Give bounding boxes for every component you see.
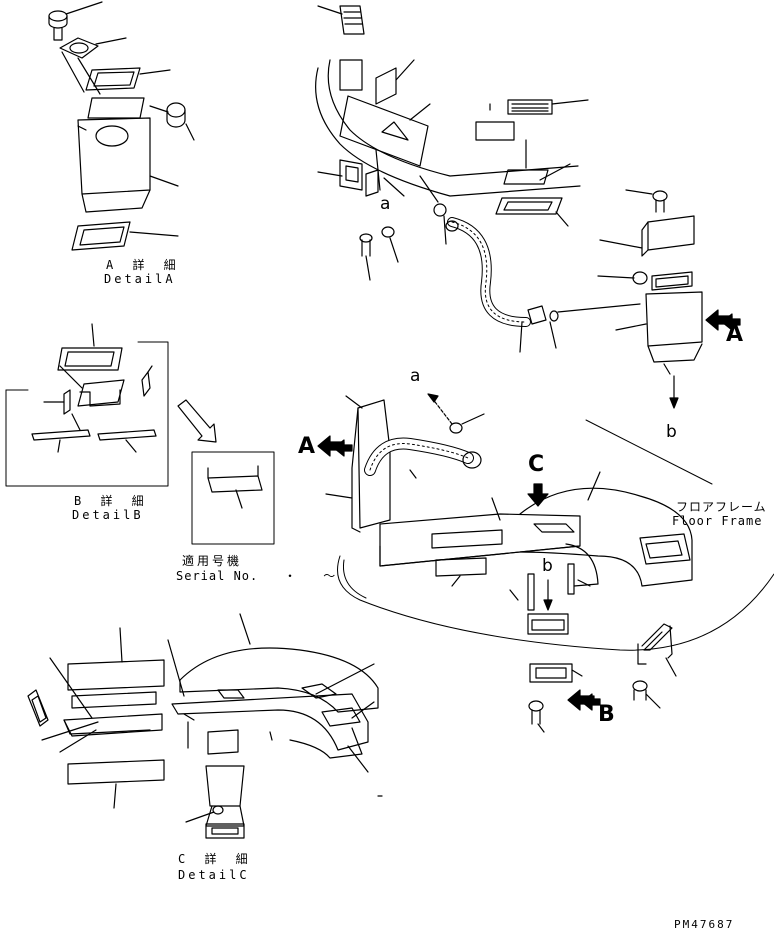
serial-jp-label: 適用号機 <box>182 554 243 568</box>
right-detail-a-assembly <box>598 190 702 408</box>
floor-frame-jp-label: フロアフレーム <box>676 500 767 514</box>
detail-a-gasket-1 <box>86 68 140 90</box>
connector-arrow-a <box>428 394 452 424</box>
connector-letter-a-top: a <box>380 194 391 214</box>
connector-letter-b-main: b <box>542 556 553 576</box>
detail-a-en-caption: DetailA <box>104 272 176 286</box>
connector-letter-a-main: a <box>410 366 421 386</box>
view-arrow-c <box>528 484 548 506</box>
connector-letter-b-right: b <box>666 422 677 442</box>
upper-vent-grill-1 <box>340 6 364 34</box>
upper-vent-grill-2 <box>508 100 552 114</box>
view-marker-c: C <box>528 452 545 477</box>
detail-a-gasket-2 <box>72 222 130 250</box>
view-marker-a-right: A <box>726 322 744 347</box>
b-vent-assembly <box>529 624 676 732</box>
detail-a-jp-caption: A 詳 細 <box>106 258 182 272</box>
detail-a-cap <box>167 103 185 127</box>
detail-a-flange <box>60 38 100 94</box>
detail-a-duct-box <box>78 98 178 212</box>
view-arrow-b <box>568 690 600 710</box>
right-bolt <box>653 191 667 212</box>
outline-arrow <box>178 400 216 442</box>
detail-b-jp-caption: B 詳 細 <box>74 494 150 508</box>
detail-b-en-caption: DetailB <box>72 508 144 522</box>
main-duct-assembly <box>326 396 692 634</box>
upper-screw <box>360 234 372 280</box>
main-flex-hose <box>370 444 468 470</box>
detail-a-bolt <box>49 11 67 40</box>
upper-washer <box>382 227 398 262</box>
main-floor-frame <box>338 420 774 650</box>
detail-c-assembly <box>28 614 382 838</box>
detail-c-jp-caption: C 詳 細 <box>178 852 254 866</box>
serial-en-label: Serial No. <box>176 569 259 583</box>
drawing-id: PM47687 <box>674 918 735 931</box>
serial-range: ・ ～ <box>284 569 346 583</box>
bracket-bolt <box>633 681 660 708</box>
upper-duct-assembly <box>316 6 640 352</box>
floor-frame-en-label: Floor Frame <box>672 514 763 528</box>
detail-a-assembly <box>49 2 194 250</box>
detail-c-en-caption: DetailC <box>178 868 250 882</box>
b-screw <box>529 701 544 732</box>
view-arrow-a-right <box>706 310 740 330</box>
view-marker-a-main: A <box>298 434 316 459</box>
view-marker-b: B <box>598 702 615 727</box>
upper-clamp <box>434 204 446 244</box>
detail-b-assembly <box>6 324 168 486</box>
upper-flex-hose <box>452 222 526 322</box>
serial-part-box <box>192 452 274 544</box>
detail-b-grill <box>58 348 122 370</box>
view-arrow-a-main <box>318 436 352 456</box>
